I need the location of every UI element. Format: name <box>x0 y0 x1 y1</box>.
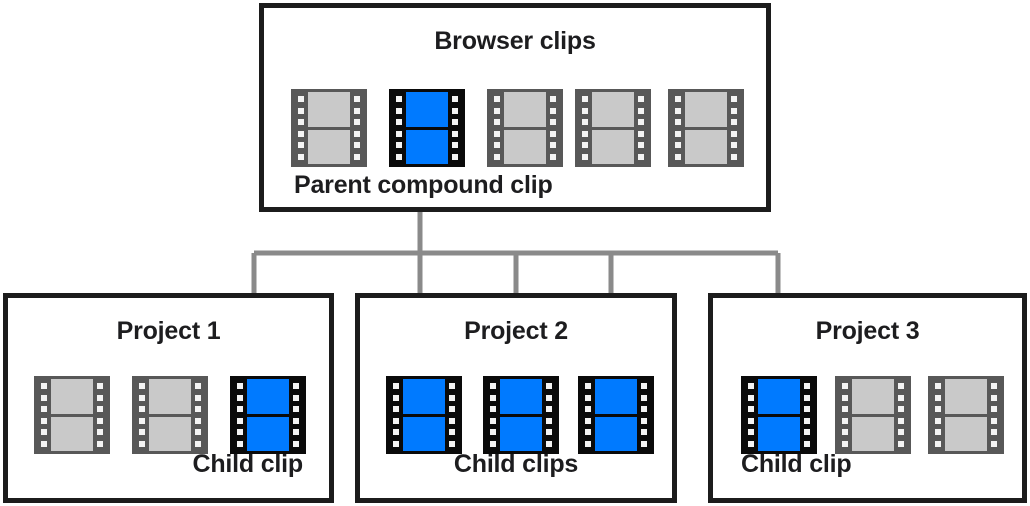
project-1-panel: Project 1 <box>3 293 334 503</box>
browser-clip-4[interactable] <box>575 89 651 167</box>
film-perforations-left <box>671 92 685 164</box>
browser-clips-panel: Browser clips <box>259 3 771 212</box>
film-frames <box>945 379 987 451</box>
film-frames <box>500 379 542 451</box>
parent-compound-clip-caption: Parent compound clip <box>294 171 553 199</box>
film-perforations-left <box>838 379 852 451</box>
film-perforations-right <box>727 92 741 164</box>
project-1-clip-2[interactable] <box>132 376 208 454</box>
film-perforations-right <box>546 92 560 164</box>
film-frames <box>595 379 637 451</box>
film-frames <box>758 379 800 451</box>
film-perforations-left <box>490 92 504 164</box>
film-perforations-right <box>350 92 364 164</box>
film-frames <box>504 92 546 164</box>
film-perforations-right <box>637 379 651 451</box>
film-perforations-right <box>542 379 556 451</box>
film-perforations-left <box>931 379 945 451</box>
project-2-panel: Project 2 <box>355 293 677 503</box>
film-perforations-right <box>894 379 908 451</box>
project-1-child-clip-caption: Child clip <box>192 450 303 478</box>
browser-clip-3[interactable] <box>487 89 563 167</box>
film-frames <box>852 379 894 451</box>
film-perforations-left <box>135 379 149 451</box>
film-perforations-right <box>448 92 462 164</box>
film-frames <box>592 92 634 164</box>
film-perforations-left <box>744 379 758 451</box>
project-1-title: Project 1 <box>116 317 221 345</box>
project-2-child-clips-caption: Child clips <box>453 450 579 478</box>
film-perforations-left <box>389 379 403 451</box>
film-perforations-left <box>486 379 500 451</box>
film-frames <box>406 92 448 164</box>
film-perforations-right <box>191 379 205 451</box>
project-1-clip-1[interactable] <box>34 376 110 454</box>
film-frames <box>149 379 191 451</box>
film-perforations-left <box>581 379 595 451</box>
project-3-clip-2[interactable] <box>835 376 911 454</box>
project-3-title: Project 3 <box>815 317 920 345</box>
film-perforations-right <box>634 92 648 164</box>
film-frames <box>685 92 727 164</box>
project-1-clip-3-child[interactable] <box>230 376 306 454</box>
project-3-panel: Project 3 <box>708 293 1027 503</box>
project-3-child-clip-caption: Child clip <box>741 450 852 478</box>
project-2-clip-2-child[interactable] <box>483 376 559 454</box>
film-perforations-right <box>289 379 303 451</box>
film-perforations-left <box>294 92 308 164</box>
film-perforations-left <box>37 379 51 451</box>
browser-clip-2-compound[interactable] <box>389 89 465 167</box>
browser-clips-title: Browser clips <box>434 27 596 55</box>
film-perforations-right <box>800 379 814 451</box>
project-3-clip-3[interactable] <box>928 376 1004 454</box>
film-perforations-right <box>987 379 1001 451</box>
film-perforations-left <box>233 379 247 451</box>
project-2-clip-1-child[interactable] <box>386 376 462 454</box>
film-frames <box>403 379 445 451</box>
film-perforations-left <box>392 92 406 164</box>
browser-clip-1[interactable] <box>291 89 367 167</box>
project-2-title: Project 2 <box>464 317 568 345</box>
browser-clip-5[interactable] <box>668 89 744 167</box>
film-frames <box>51 379 93 451</box>
film-frames <box>247 379 289 451</box>
film-perforations-right <box>93 379 107 451</box>
film-perforations-left <box>578 92 592 164</box>
film-frames <box>308 92 350 164</box>
project-3-clip-1-child[interactable] <box>741 376 817 454</box>
film-perforations-right <box>445 379 459 451</box>
project-2-clip-3-child[interactable] <box>578 376 654 454</box>
